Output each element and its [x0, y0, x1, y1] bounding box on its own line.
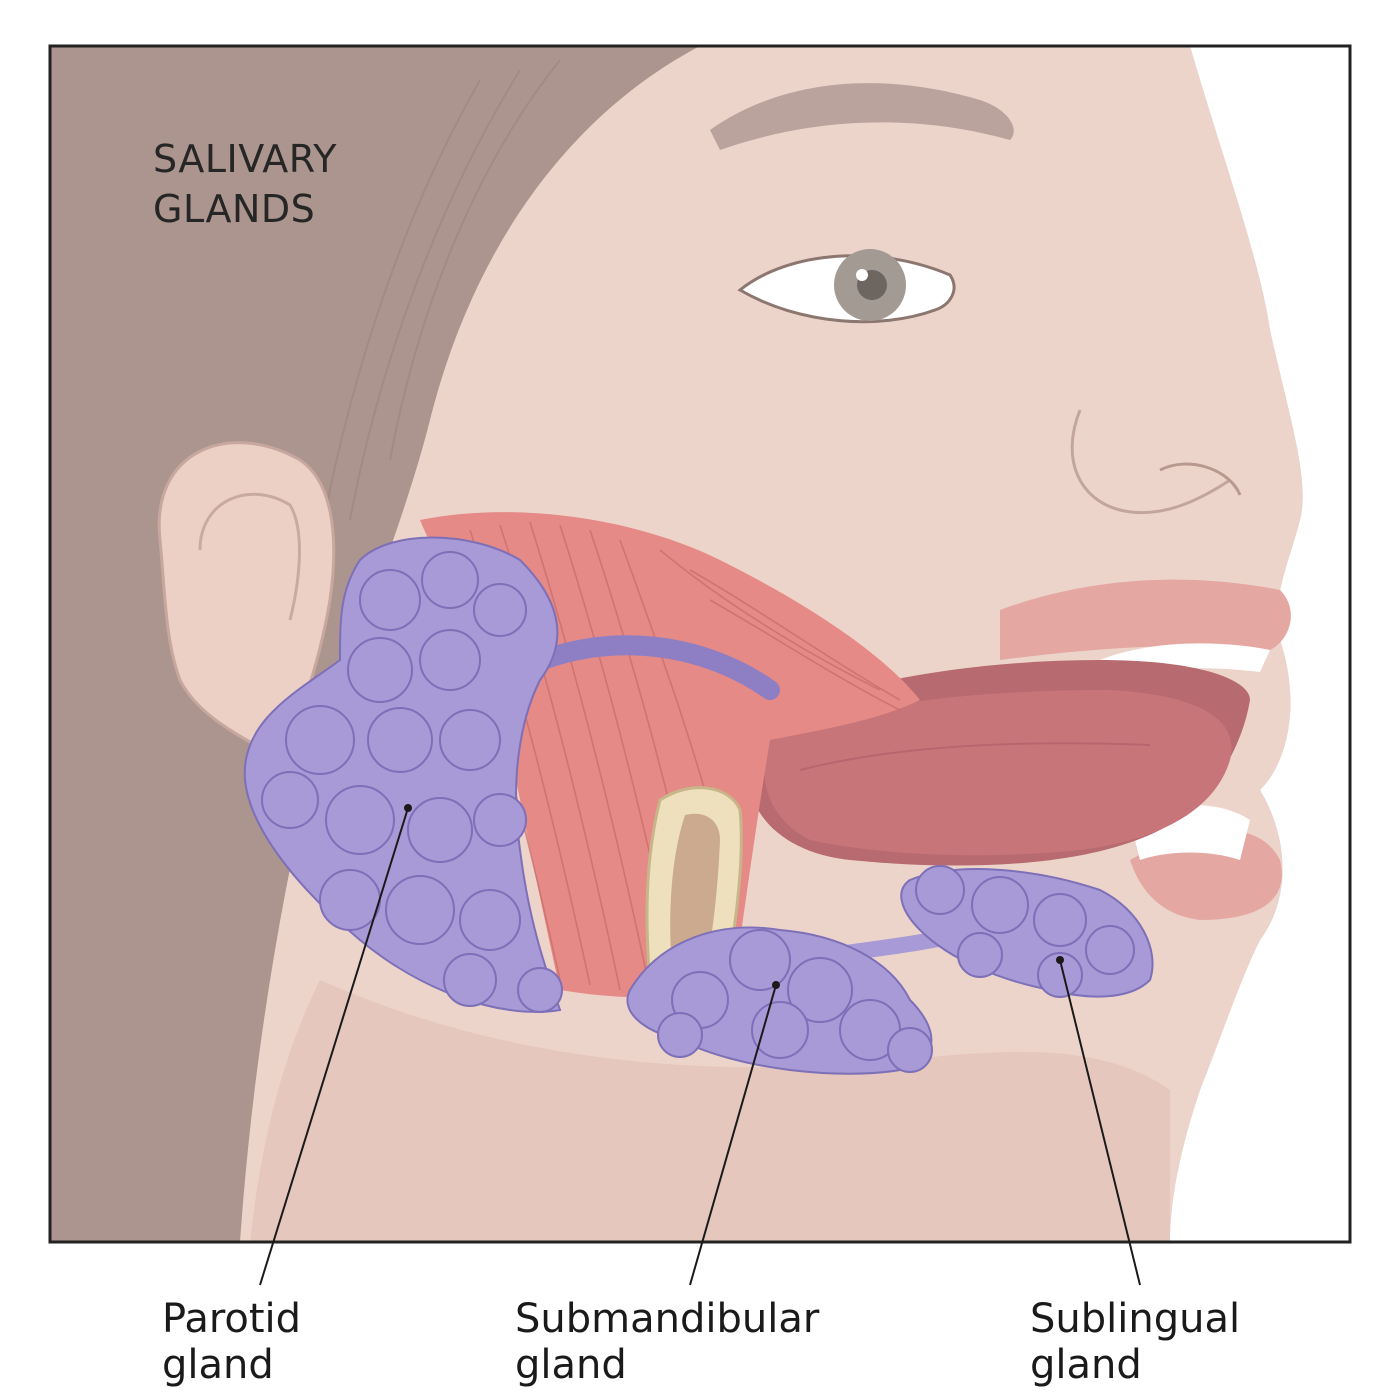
- sublingual-label-line-1: Sublingual: [1030, 1296, 1240, 1342]
- tongue: [764, 690, 1232, 856]
- ear-inner: [198, 492, 301, 621]
- submandibular-gland: [626, 926, 933, 1075]
- sublingual-leader-line: [1059, 959, 1141, 1286]
- figure-title-line-2: GLANDS: [153, 187, 315, 231]
- parotid-label-line-2: gland: [162, 1342, 274, 1388]
- white-margin: [1170, 46, 1350, 1242]
- submandibular-label-line-2: gland: [515, 1342, 627, 1388]
- figure-frame: [48, 44, 1352, 1244]
- parotid-label-line-1: Parotid: [162, 1296, 301, 1342]
- neck-shadow: [250, 980, 1170, 1242]
- figure-title-line-1: SALIVARY: [153, 137, 337, 181]
- nostril: [1159, 462, 1242, 496]
- submandibular-leader-dot: [772, 981, 780, 989]
- sublingual-gland: [900, 865, 1154, 998]
- upper-lip: [1000, 579, 1291, 660]
- ear: [157, 441, 336, 763]
- submandibular-label-line-1: Submandibular: [515, 1296, 820, 1342]
- parotid-gland: [243, 536, 563, 1013]
- hair: [50, 46, 700, 1242]
- tongue-surface: [799, 742, 1151, 771]
- eye-highlight: [856, 269, 868, 281]
- parotid-leader-dot: [404, 804, 412, 812]
- submandibular-leader-line: [689, 984, 777, 1286]
- nose-outline: [1070, 409, 1231, 515]
- sublingual-leader-dot: [1056, 956, 1064, 964]
- sublingual-label-line-2: gland: [1030, 1342, 1142, 1388]
- eyebrow: [710, 83, 1014, 150]
- parotid-leader-line: [259, 807, 409, 1286]
